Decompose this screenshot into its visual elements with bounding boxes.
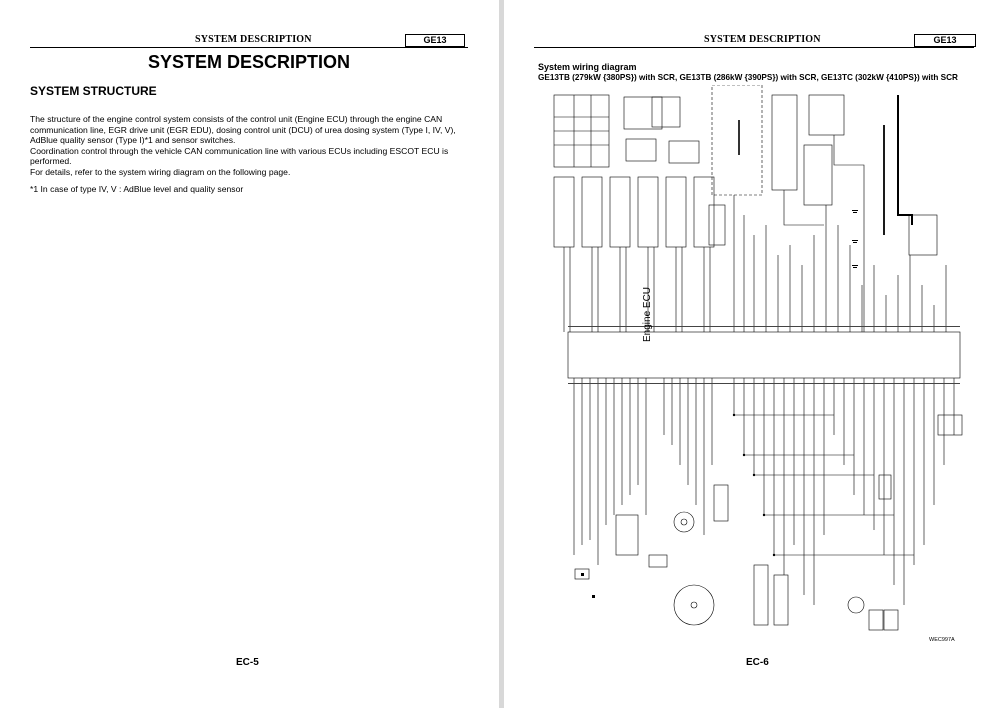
wiring-diagram [553,85,963,631]
figure-code: WEC997A [929,637,955,643]
left-page: SYSTEM DESCRIPTION GE13 SYSTEM DESCRIPTI… [0,0,498,708]
paragraph-structure: The structure of the engine control syst… [30,114,456,146]
page-number: EC-5 [236,657,259,668]
header-rule [30,47,468,48]
engine-ecu-box [567,331,961,379]
page-divider [499,0,504,708]
paragraph-reference: For details, refer to the system wiring … [30,166,291,177]
body-text: The structure of the engine control syst… [30,114,470,178]
section-subtitle: SYSTEM STRUCTURE [30,84,157,98]
page-number: EC-6 [746,657,769,668]
engine-ecu-label: Engine ECU [642,286,653,342]
header-section-code: GE13 [405,34,465,47]
footnote: *1 In case of type IV, V : AdBlue level … [30,184,244,194]
page-title: SYSTEM DESCRIPTION [147,52,351,72]
header-section-title: SYSTEM DESCRIPTION [195,34,312,45]
header-section-title: SYSTEM DESCRIPTION [704,34,821,45]
diagram-title: System wiring diagram [538,62,637,72]
header-rule [534,47,974,48]
header-section-code: GE13 [914,34,976,47]
diagram-subtitle: GE13TB (279kW {380PS}) with SCR, GE13TB … [538,73,958,82]
paragraph-coordination: Coordination control through the vehicle… [30,145,449,167]
right-page: SYSTEM DESCRIPTION GE13 System wiring di… [504,0,1003,708]
